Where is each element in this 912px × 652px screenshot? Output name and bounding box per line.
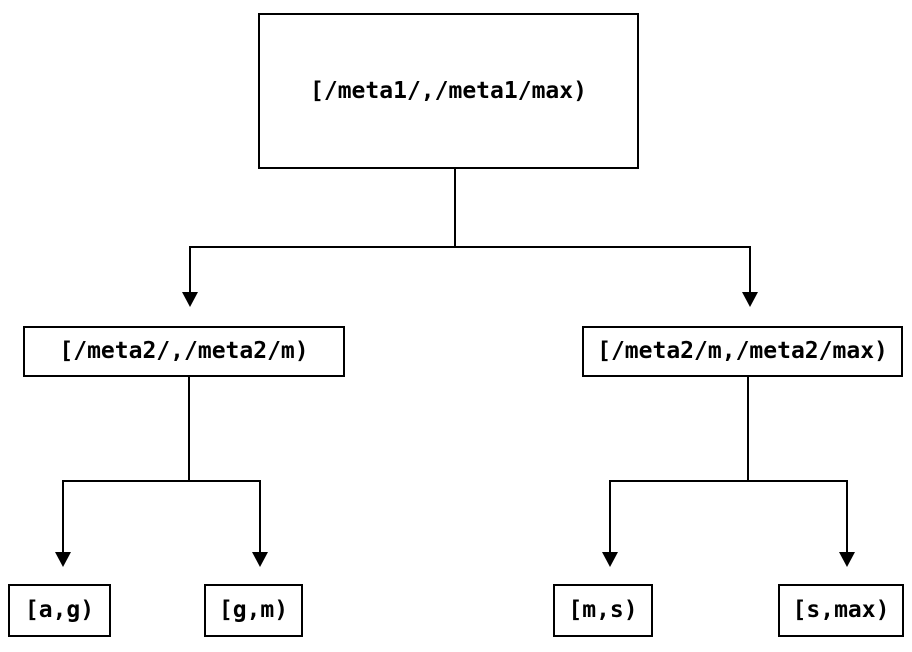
arrowhead-leaf-smax [839, 552, 855, 567]
arrowhead-leaf-gm [252, 552, 268, 567]
arrowhead-right-child [742, 292, 758, 307]
arrowhead-leaf-ag [55, 552, 71, 567]
arrowhead-leaf-ms [602, 552, 618, 567]
node-leaf-ms: [m,s) [553, 584, 653, 637]
node-leaf-ag: [a,g) [8, 584, 111, 637]
node-root-interval: [/meta1/,/meta1/max) [258, 13, 639, 169]
node-leaf-ms-label: [m,s) [568, 597, 638, 623]
node-left-interval: [/meta2/,/meta2/m) [23, 326, 345, 377]
node-leaf-smax: [s,max) [778, 584, 904, 637]
node-left-label: [/meta2/,/meta2/m) [59, 338, 309, 364]
node-right-label: [/meta2/m,/meta2/max) [597, 338, 888, 364]
node-leaf-gm-label: [g,m) [218, 597, 289, 623]
node-root-label: [/meta1/,/meta1/max) [310, 77, 587, 104]
node-leaf-smax-label: [s,max) [792, 597, 890, 623]
arrowhead-left-child [182, 292, 198, 307]
node-leaf-ag-label: [a,g) [24, 597, 95, 623]
node-right-interval: [/meta2/m,/meta2/max) [582, 326, 903, 377]
node-leaf-gm: [g,m) [204, 584, 303, 637]
